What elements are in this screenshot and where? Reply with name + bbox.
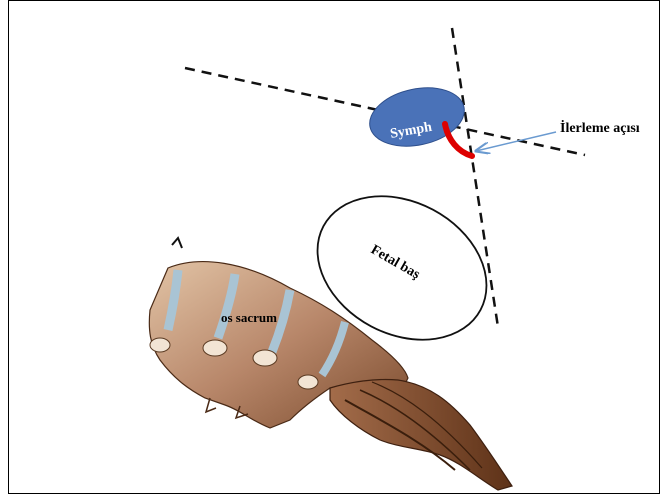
spinous-process bbox=[172, 238, 182, 248]
vertebral-process bbox=[298, 375, 318, 389]
vertebral-process bbox=[203, 340, 227, 356]
coccyx bbox=[330, 379, 512, 490]
vertebral-process bbox=[253, 350, 277, 366]
vertebral-process bbox=[150, 338, 170, 352]
sacrum-label: os sacrum bbox=[221, 310, 277, 325]
progression-angle-label: İlerleme açısı bbox=[560, 119, 640, 136]
